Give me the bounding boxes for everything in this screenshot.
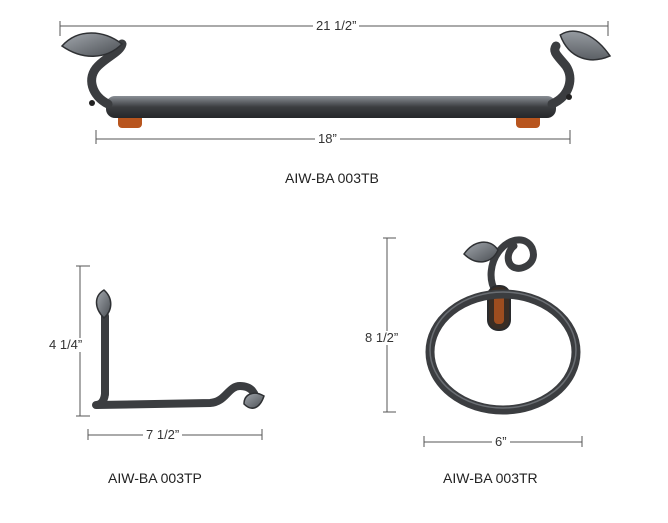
tissue-holder-width-label: 7 1/2”: [143, 428, 183, 442]
towel-ring-dimension-vertical: [383, 237, 396, 413]
towel-bar-inner-width-label: 18”: [315, 132, 340, 146]
towel-bar-overall-width-label: 21 1/2”: [313, 19, 360, 33]
towel-ring-height-label: 8 1/2”: [362, 331, 402, 345]
towel-bar-image: [60, 30, 612, 128]
towel-ring-width-label: 6”: [492, 435, 510, 449]
tissue-holder-height-label: 4 1/4”: [46, 338, 86, 352]
towel-ring-model-label: AIW-BA 003TR: [443, 470, 538, 486]
towel-ring-image: [425, 236, 581, 415]
tissue-holder-image: [92, 289, 265, 409]
towel-bar-model-label: AIW-BA 003TB: [285, 170, 379, 186]
tissue-holder-model-label: AIW-BA 003TP: [108, 470, 202, 486]
